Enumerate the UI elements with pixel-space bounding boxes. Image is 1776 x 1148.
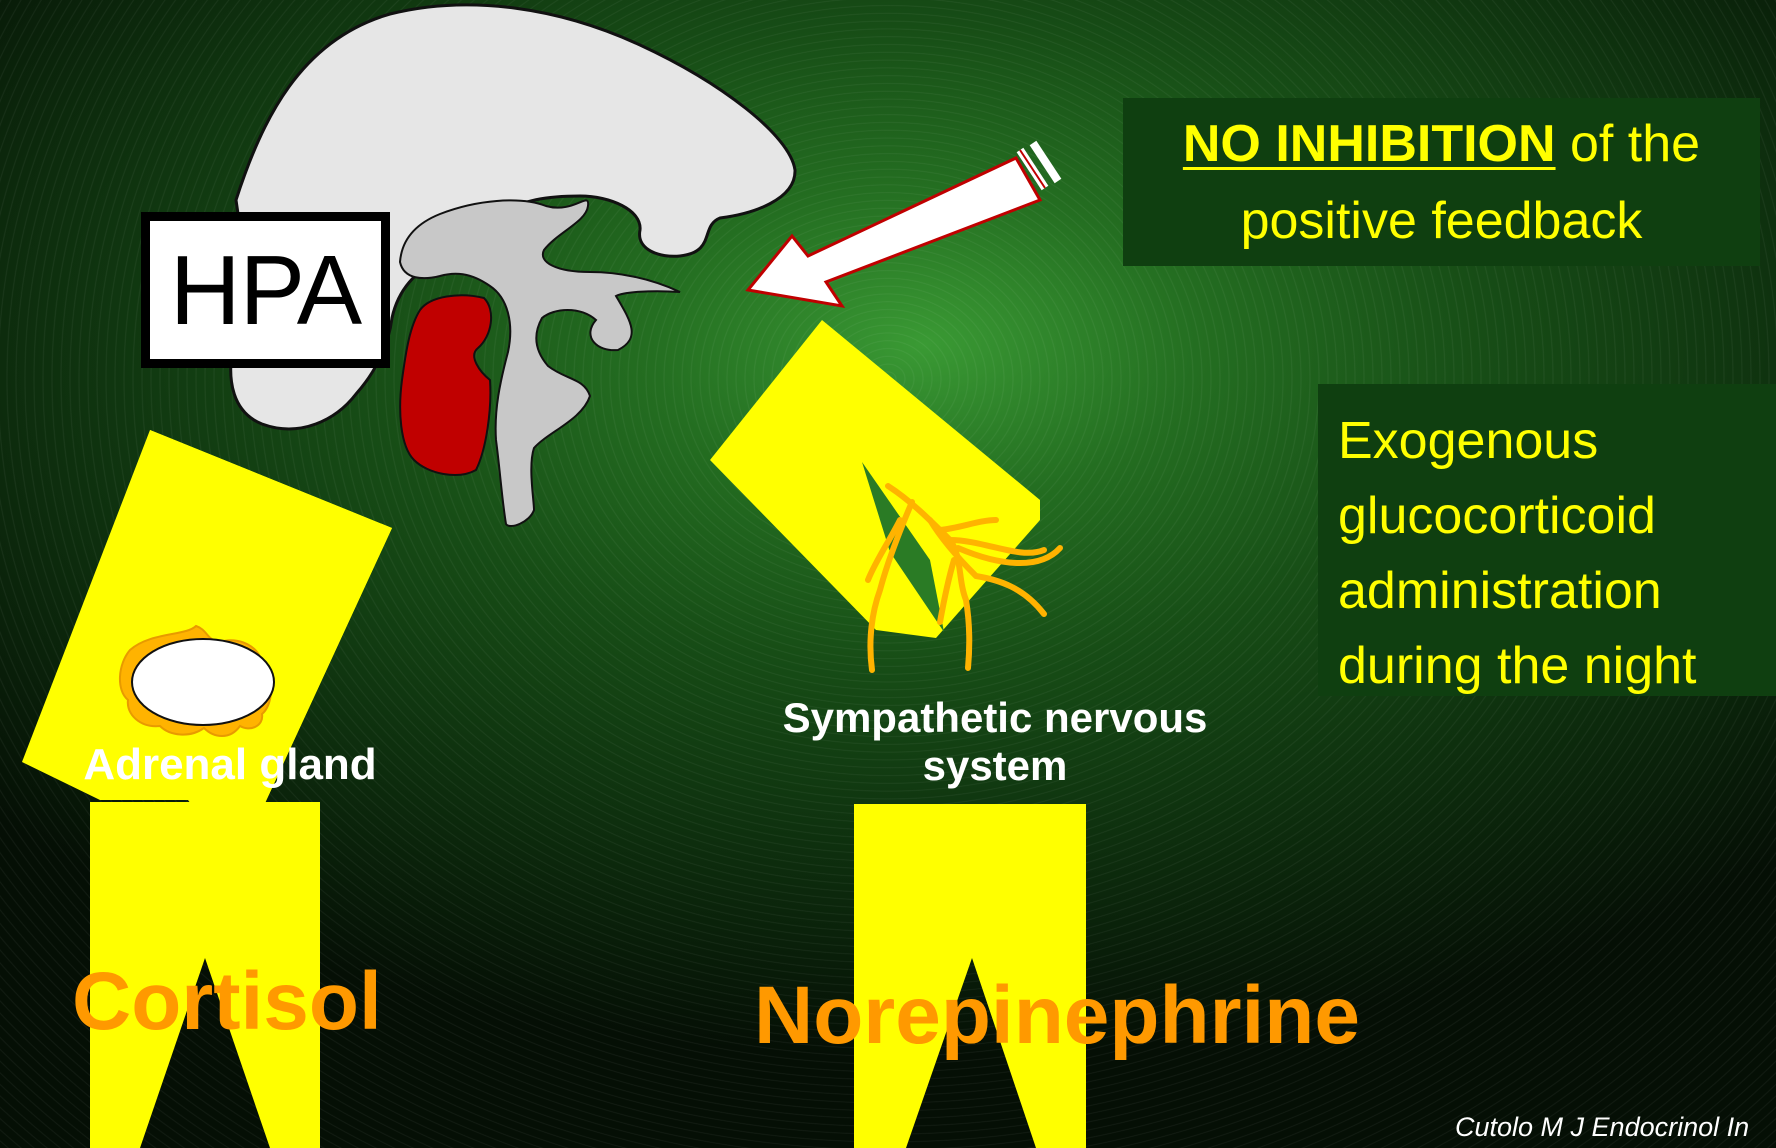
adrenal-gland-label: Adrenal gland xyxy=(40,740,420,790)
no-inhibition-line1: NO INHIBITION of the xyxy=(1123,106,1760,183)
hpa-label-box: HPA xyxy=(141,212,390,368)
norepinephrine-label: Norepinephrine xyxy=(754,969,1360,1063)
cortisol-label: Cortisol xyxy=(72,955,382,1049)
treatment-line-3: administration xyxy=(1338,554,1776,629)
no-inhibition-emphasis: NO INHIBITION xyxy=(1183,115,1556,173)
no-inhibition-rest: of the xyxy=(1556,115,1701,173)
treatment-box: Exogenous glucocorticoid administration … xyxy=(1318,384,1776,696)
sympathetic-label: Sympathetic nervous system xyxy=(730,694,1260,790)
no-inhibition-line2: positive feedback xyxy=(1123,183,1760,260)
treatment-line-1: Exogenous xyxy=(1338,404,1776,479)
citation: Cutolo M J Endocrinol In xyxy=(1455,1112,1749,1143)
treatment-line-4: during the night xyxy=(1338,629,1776,704)
hypothalamus xyxy=(400,295,491,475)
treatment-line-2: glucocorticoid xyxy=(1338,479,1776,554)
no-inhibition-box: NO INHIBITION of the positive feedback xyxy=(1123,98,1760,266)
hpa-label: HPA xyxy=(170,234,361,347)
